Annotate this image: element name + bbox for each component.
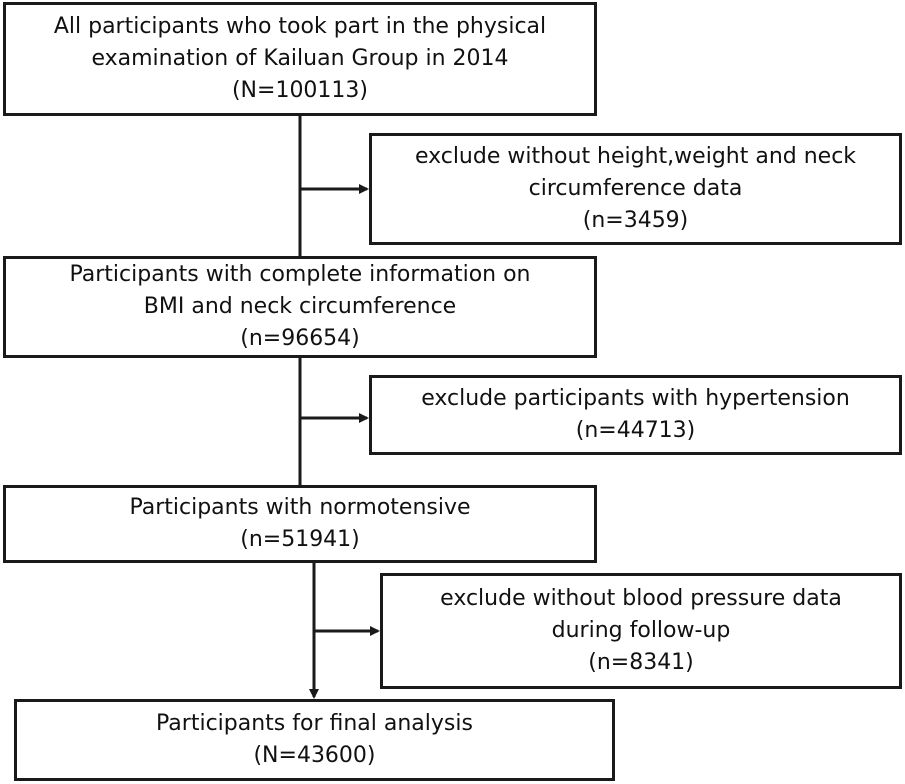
participant-count: (N=100113) — [231, 78, 369, 103]
participant-count: (n=96654) — [240, 326, 360, 351]
exclusion-box-hypertension: exclude participants with hypertension (… — [369, 375, 902, 455]
flow-box-complete-information: Participants with complete information o… — [3, 256, 597, 358]
participant-count: (n=51941) — [240, 527, 360, 552]
flow-box-final-analysis: Participants for final analysis (N=43600… — [14, 699, 615, 781]
exclusion-box-missing-measurements: exclude without height,weight and neck c… — [369, 133, 902, 245]
box-text-line: Participants with complete information o… — [69, 262, 531, 287]
box-text-line: BMI and neck circumference — [143, 294, 457, 319]
flow-box-normotensive: Participants with normotensive (n=51941) — [3, 485, 597, 563]
exclusion-box-missing-follow-up: exclude without blood pressure data duri… — [380, 573, 902, 689]
excluded-count: (n=8341) — [588, 650, 694, 675]
box-text-line: exclude participants with hypertension — [421, 386, 850, 411]
box-text-line: exclude without height,weight and neck — [414, 144, 857, 169]
flow-box-all-participants: All participants who took part in the ph… — [3, 2, 597, 116]
excluded-count: (n=3459) — [582, 208, 689, 233]
box-text-line: circumference data — [528, 176, 743, 201]
box-text-line: during follow-up — [551, 618, 731, 643]
box-text-line: All participants who took part in the ph… — [53, 14, 547, 39]
box-text-line: examination of Kailuan Group in 2014 — [91, 46, 509, 71]
box-text-line: Participants with normotensive — [129, 495, 471, 520]
box-text-line: Participants for final analysis — [156, 711, 473, 736]
participant-count: (N=43600) — [253, 743, 376, 768]
box-text-line: exclude without blood pressure data — [440, 586, 842, 611]
excluded-count: (n=44713) — [575, 418, 696, 443]
